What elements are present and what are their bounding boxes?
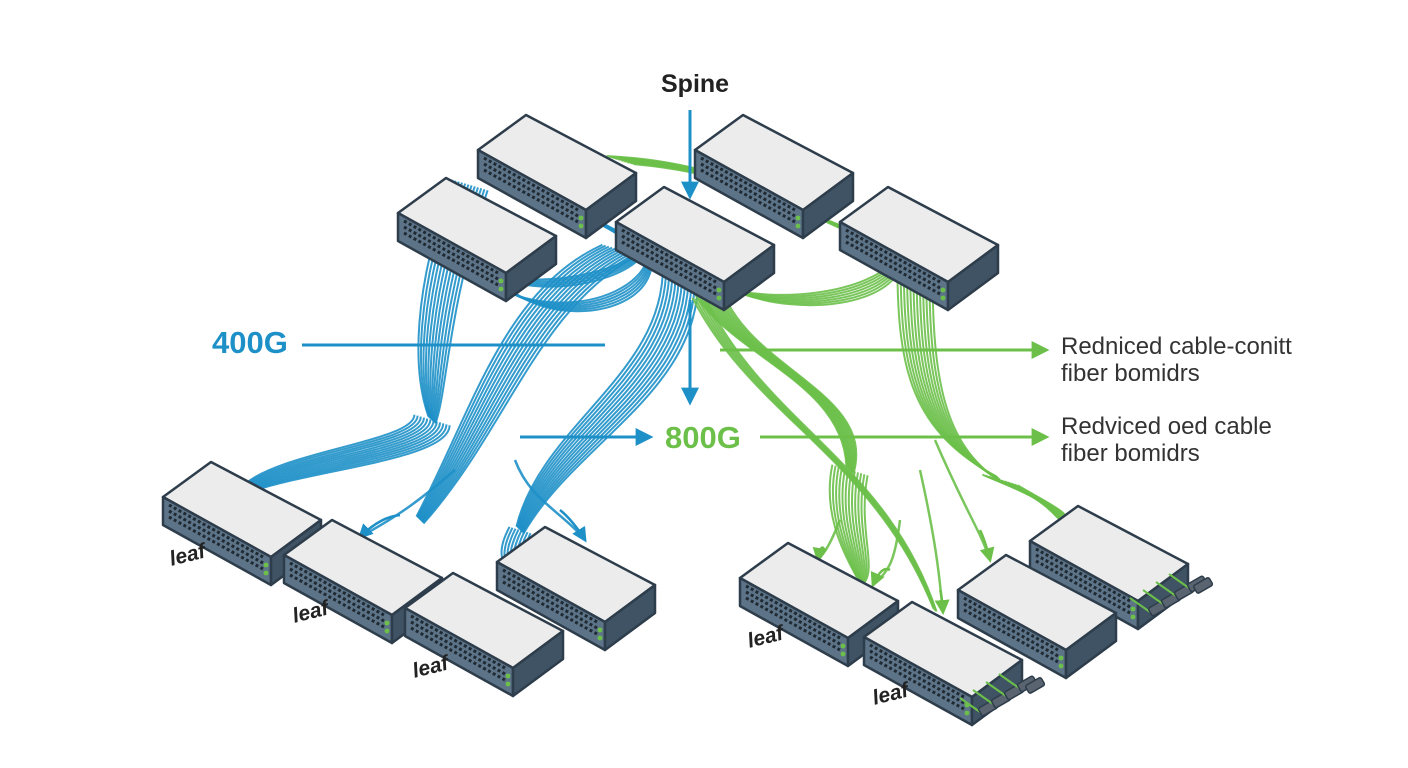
blue-bundle-b-strand (244, 415, 419, 486)
blue-bundle-c-strand (415, 243, 603, 517)
fiber-connector-icon (1192, 576, 1214, 594)
green-bundle-e-strand (985, 474, 1058, 518)
green-bundle-g (691, 297, 938, 612)
green-arrow-a-strand (817, 519, 842, 561)
connectors-right (1129, 573, 1208, 617)
blue-bundle-b-strand (247, 419, 432, 489)
blue-bundle-d-strand (520, 262, 690, 533)
speed-label-800g: 800G (665, 420, 741, 455)
green-bundle-c-strand (854, 472, 864, 582)
green-bundle-c (828, 464, 870, 585)
blue-bundle-b-strand (250, 424, 448, 492)
green-bundle-c-strand (841, 468, 861, 580)
green-bundle-g-strand (706, 301, 938, 612)
fiber-stub (1129, 597, 1151, 613)
note-2-line-1: Redviced oed cable (1061, 413, 1272, 440)
note-1-line-1: Redniced cable-conitt (1061, 333, 1292, 360)
blue-arrow-right-arrow-icon (559, 509, 587, 543)
blue-bundle-d-strand (516, 255, 668, 528)
blue-bundle-c-strand (416, 244, 607, 518)
fiber-stub (972, 689, 994, 705)
green-bundle-e-strand (982, 473, 1058, 518)
blue-bundle-d (515, 254, 700, 535)
green-bundle-c-strand (847, 470, 862, 581)
fiber-stub (1155, 581, 1177, 597)
blue-bundle-d-strand (518, 258, 677, 530)
blue-bundle-c-strand (422, 253, 635, 524)
blue-bundle-b-strand (251, 425, 451, 493)
green-bundle-c-strand (838, 467, 860, 579)
note-2-line-2: fiber bomidrs (1061, 440, 1200, 467)
green-arrow-a-arrow-icon (812, 546, 828, 563)
blue-arrow-left (357, 469, 456, 540)
green-bundle-d (896, 264, 1005, 485)
blue-bundle-b-strand (243, 414, 416, 486)
green-arrow-b (870, 519, 902, 588)
green-bundle-c-strand (850, 471, 863, 582)
blue-bundle-c-strand (417, 246, 613, 519)
green-arrow-c-arrow-icon (934, 589, 950, 615)
blue-bundle-d-strand (515, 254, 664, 527)
fiber-connector-icon (1024, 676, 1046, 694)
fiber-stub (998, 673, 1020, 689)
blue-bundle-c-strand (416, 245, 610, 519)
green-bundle-e-strand (988, 475, 1059, 519)
green-arrow-d-arrow-icon (978, 529, 995, 563)
green-bundle-e (982, 473, 1067, 525)
fiber-stub (959, 697, 981, 713)
blue-arrow-right (513, 459, 587, 543)
speed-label-400g: 400G (212, 325, 288, 360)
blue-bundle-b-strand (249, 422, 441, 491)
blue-bundle-b-strand (245, 417, 425, 488)
green-arrow-d-strand (933, 439, 992, 561)
blue-bundle-d-strand (516, 256, 671, 529)
blue-bundle-b-strand (245, 416, 422, 487)
arrows (302, 110, 1050, 446)
green-bundle-d-strand (931, 275, 1005, 485)
green-arrow-c (918, 469, 950, 615)
green-bundle-b-strand (716, 275, 858, 474)
green-bundle-c-strand (844, 469, 861, 580)
blue-bundle-d-strand (522, 265, 700, 535)
spine-title: Spine (661, 70, 730, 98)
blue-bundle-d-strand (521, 263, 693, 533)
fiber-stub (1142, 589, 1164, 605)
blue-bundle-d-strand (517, 257, 674, 529)
fiber-stub (1168, 573, 1190, 589)
blue-bundle-d-strand (520, 261, 687, 532)
blue-arrow-left-arrow-icon (357, 513, 401, 540)
blue-bundle-b-strand (249, 423, 445, 492)
note-reduced-cable-count: Redniced cable-conitt fiber bomidrs (1061, 333, 1292, 387)
blue-bundle-b-strand (246, 418, 429, 488)
blue-bundle-b-strand (247, 420, 435, 490)
fiber-stub (985, 681, 1007, 697)
blue-bundle-d-strand (518, 259, 680, 531)
fiber-connectors (959, 573, 1214, 717)
green-arrow-a (812, 519, 842, 563)
green-arrow-b-arrow-icon (870, 567, 891, 588)
blue-bundle-d-strand (519, 260, 684, 531)
blue-bundle-c-strand (422, 254, 639, 525)
blue-bundle-b-strand (248, 421, 438, 490)
green-arrow-d (933, 439, 995, 563)
blue-bundle-b (243, 414, 451, 493)
note-reduced-cable: Redviced oed cable fiber bomidrs (1061, 413, 1272, 467)
note-1-line-2: fiber bomidrs (1061, 360, 1200, 387)
